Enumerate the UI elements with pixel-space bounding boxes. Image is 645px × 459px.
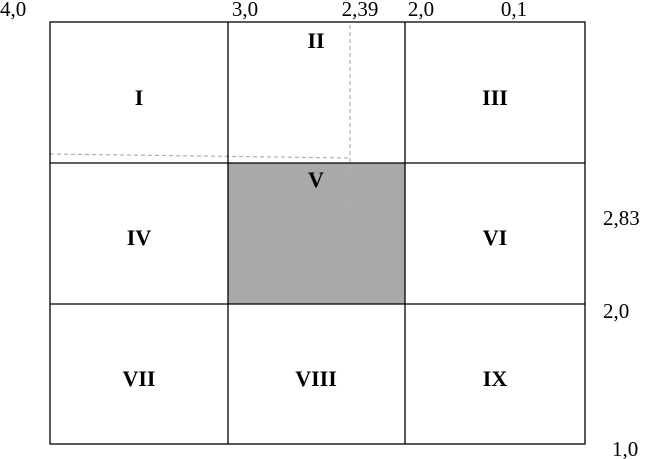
- right-label-3: 1,0: [612, 437, 638, 459]
- right-label-2: 2,0: [603, 299, 629, 323]
- top-label-5: 0,1: [501, 0, 527, 21]
- shaded-cell-v: [228, 163, 405, 304]
- top-label-3: 2,39: [342, 0, 379, 21]
- cell-label-iii: III: [482, 85, 508, 110]
- cell-label-i: I: [135, 85, 144, 110]
- cell-label-vii: VII: [122, 366, 155, 391]
- top-label-1: 4,0: [0, 0, 26, 21]
- grid-border: [49, 21, 586, 445]
- cell-label-vi: VI: [483, 225, 507, 250]
- cell-label-ix: IX: [483, 366, 508, 391]
- dashed-guide-horizontal: [49, 153, 351, 159]
- cell-label-ii: II: [307, 28, 324, 53]
- right-label-1: 2,83: [603, 206, 640, 230]
- top-label-4: 2,0: [408, 0, 434, 21]
- cell-label-v: V: [308, 167, 324, 192]
- cell-label-viii: VIII: [295, 366, 337, 391]
- top-label-2: 3,0: [232, 0, 258, 21]
- cell-label-iv: IV: [127, 225, 152, 250]
